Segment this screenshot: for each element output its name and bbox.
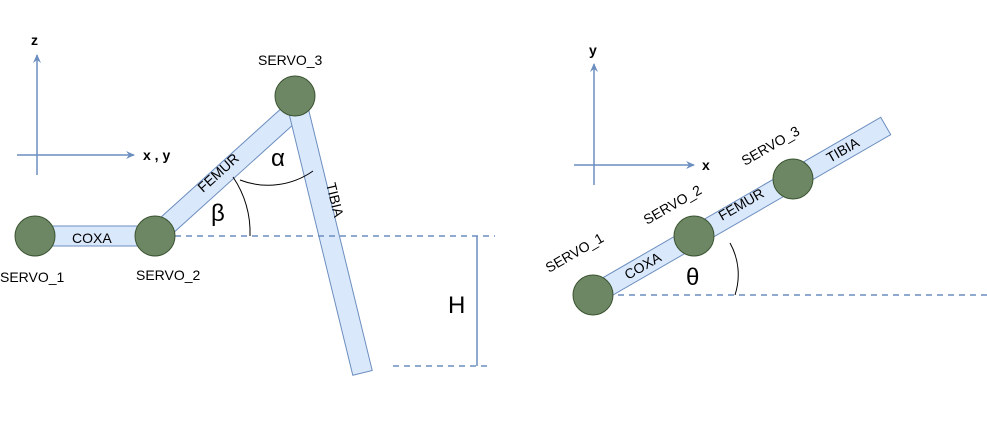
theta-label: θ bbox=[686, 264, 699, 291]
beta-arc bbox=[232, 176, 251, 237]
servo-2 bbox=[134, 215, 176, 257]
side-view-axes: z x , y bbox=[17, 32, 170, 175]
top-view-axes: y x bbox=[574, 42, 710, 185]
top-servo-1 bbox=[572, 274, 614, 316]
alpha-arc bbox=[239, 170, 314, 186]
height-label: H bbox=[448, 292, 465, 319]
servo-1-label: SERVO_1 bbox=[0, 269, 65, 285]
alpha-label: α bbox=[271, 145, 285, 172]
xy-axis-label: x , y bbox=[143, 147, 170, 163]
side-view: z x , y SERVO_1 SERVO_2 SERVO_3 COXA FEM… bbox=[0, 32, 495, 376]
top-servo-2 bbox=[673, 215, 715, 257]
servo-2-label: SERVO_2 bbox=[136, 267, 201, 283]
beta-label: β bbox=[211, 200, 225, 227]
z-axis-label: z bbox=[31, 32, 38, 48]
servo-1 bbox=[14, 215, 56, 257]
top-servo-1-label: SERVO_1 bbox=[543, 229, 607, 275]
y-axis-label: y bbox=[589, 42, 597, 58]
theta-arc bbox=[729, 242, 739, 296]
servo-3-label: SERVO_3 bbox=[258, 52, 323, 68]
top-view: y x SERVO_1 SERVO_2 SERVO_3 COXA FEMUR T… bbox=[543, 42, 987, 316]
tibia-link bbox=[284, 93, 373, 376]
top-servo-3 bbox=[772, 158, 814, 200]
x-axis-label: x bbox=[702, 157, 710, 173]
servo-3 bbox=[274, 75, 316, 117]
coxa-label: COXA bbox=[72, 230, 112, 246]
